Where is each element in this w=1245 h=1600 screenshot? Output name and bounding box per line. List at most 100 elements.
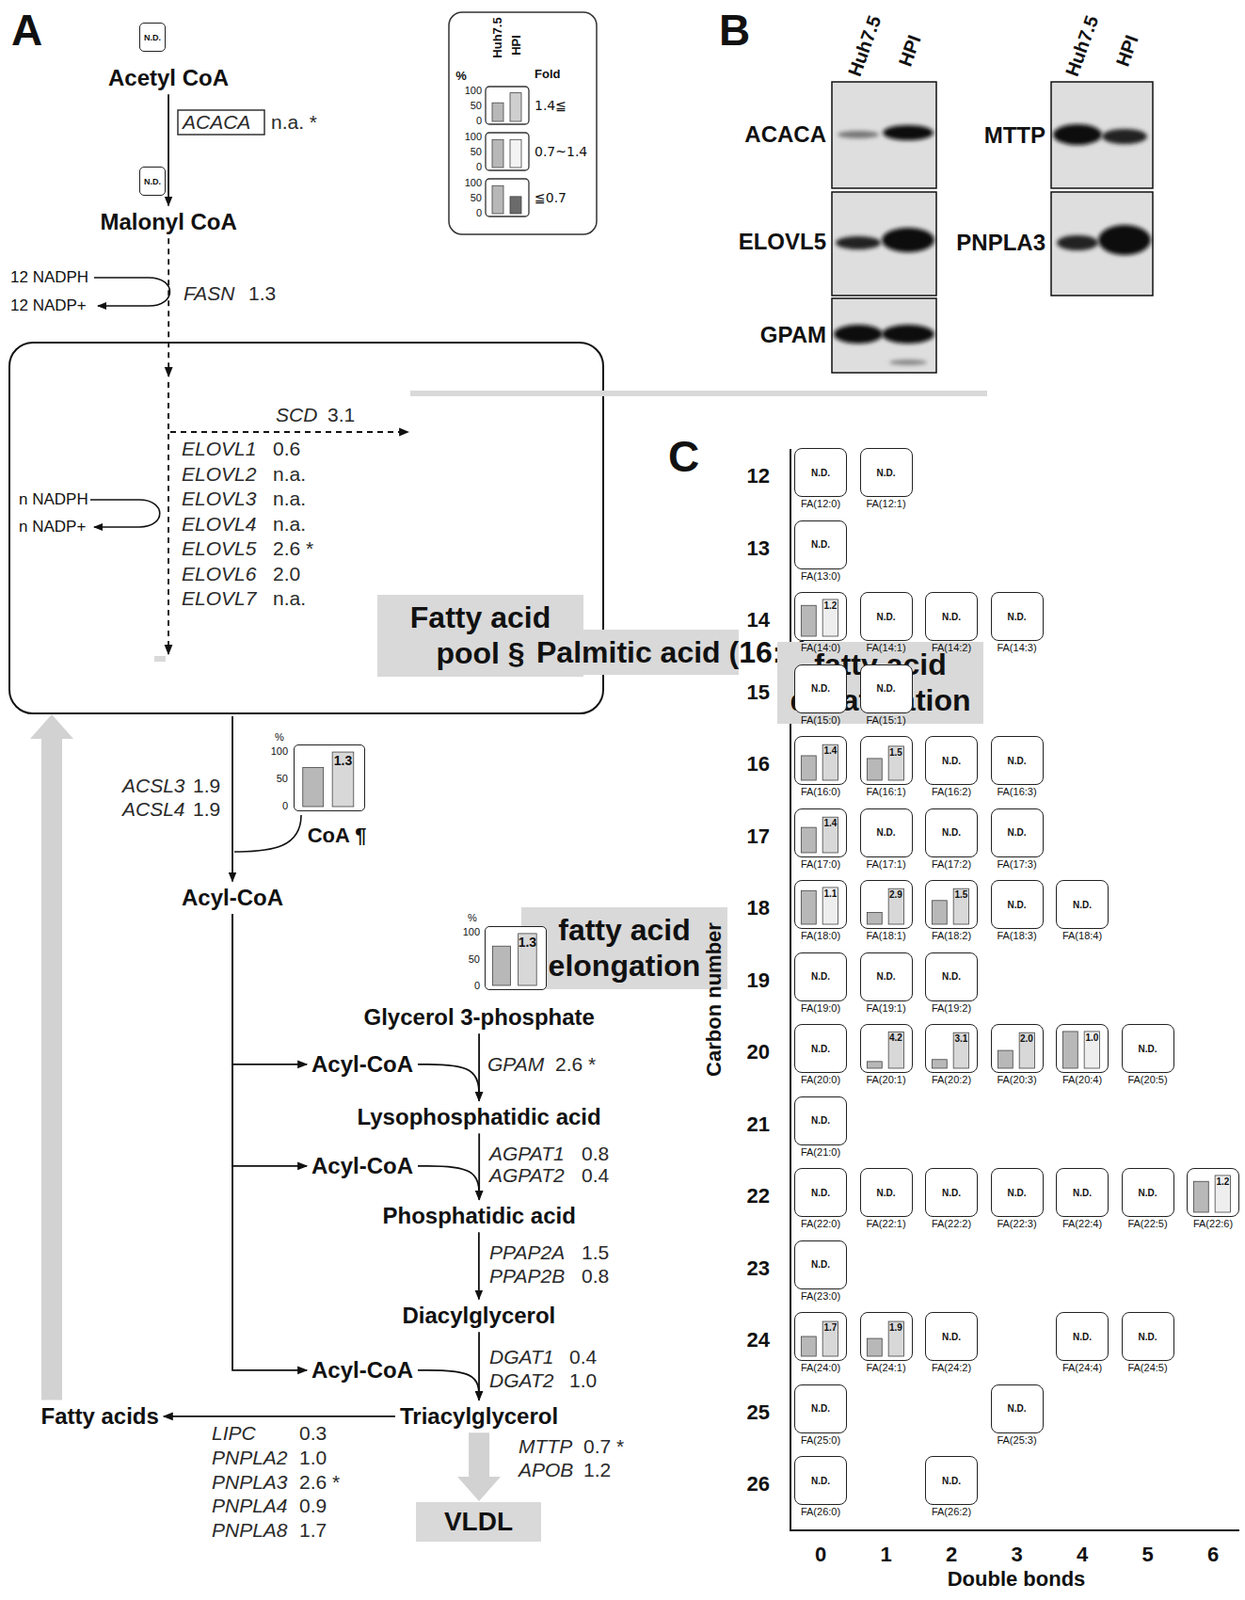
gene-name: GPAM <box>487 1053 544 1076</box>
fatty-acid-cell: N.D.FA(22:5) <box>1121 1167 1175 1217</box>
huh-bar <box>1062 1031 1078 1069</box>
node-text: N.D. <box>925 1168 977 1216</box>
cell-caption: FA(18:0) <box>800 929 841 942</box>
gene-name: PPAP2A <box>489 1241 565 1264</box>
fold-value: 2.6 * <box>299 1470 340 1494</box>
fatty-acid-cell: N.D.FA(19:1) <box>860 952 913 1002</box>
node-text: Acyl-CoA <box>311 1356 414 1385</box>
node-text: 1.9 <box>889 1323 903 1333</box>
hpi-bar <box>822 599 838 637</box>
huh-bar <box>800 755 816 781</box>
cell-caption: FA(20:0) <box>800 1073 841 1086</box>
reaction-arrow <box>232 913 307 1166</box>
node-text: Triacylglycerol <box>399 1403 559 1431</box>
vldl-box: VLDL <box>415 1501 542 1542</box>
node-text: N.D. <box>925 1312 977 1360</box>
node-text: 1.1 <box>823 889 837 899</box>
mini-bars <box>925 1024 976 1071</box>
node-text: N.D. <box>795 1456 846 1504</box>
cell-caption: FA(17:1) <box>865 858 906 870</box>
huh-bar <box>866 758 882 781</box>
gene-name: ELOVL2 <box>181 462 256 486</box>
cell-caption: FA(12:0) <box>800 497 841 510</box>
mini-bars <box>861 1312 911 1359</box>
node-text: Palmitic acid (16:0) <box>532 629 739 675</box>
gene-name: ELOVL3 <box>181 487 256 511</box>
mini-bars <box>1187 1168 1238 1215</box>
lane-label: HPI <box>893 31 926 69</box>
axis-title: Double bonds <box>947 1566 1086 1592</box>
axis-tick: 50 <box>470 99 482 112</box>
huh-bar <box>866 1338 882 1357</box>
cell-caption: FA(24:0) <box>800 1361 841 1373</box>
fold-value: n.a. <box>272 587 306 610</box>
axis-number: 26 <box>747 1471 770 1497</box>
gene-name: PPAP2B <box>489 1264 565 1288</box>
axis-tick: 100 <box>464 84 482 96</box>
node-text: N.D. <box>925 736 977 784</box>
cell-caption: FA(19:1) <box>865 1002 906 1014</box>
cofactor-label: n NADPH <box>18 490 89 510</box>
gene-name: PNPLA8 <box>211 1518 288 1542</box>
fatty-acid-cell: 1.2FA(14:0) <box>794 591 847 641</box>
legend-chart <box>485 86 529 125</box>
node-text: 1.5 <box>889 748 903 758</box>
fatty-acid-cell: N.D.FA(14:2) <box>925 591 978 641</box>
huh-bar <box>492 185 504 214</box>
fatty-acid-cell: N.D.FA(12:1) <box>860 447 913 497</box>
hpi-bar <box>822 816 838 853</box>
fold-value: 2.0 <box>272 562 301 586</box>
cell-caption: FA(22:6) <box>1193 1217 1233 1230</box>
metabolite-node: Triacylglycerol <box>397 1402 561 1432</box>
cell-caption: FA(16:2) <box>931 785 972 798</box>
metabolite-node: Glycerol 3-phosphate <box>361 1003 598 1033</box>
cell-caption: FA(20:3) <box>996 1073 1037 1086</box>
axis-number: 21 <box>747 1112 770 1137</box>
legend-swatch <box>510 139 522 168</box>
gene-name: ELOVL7 <box>181 587 256 610</box>
node-text: 4.2 <box>889 1033 903 1043</box>
legend-swatch <box>510 196 522 214</box>
fatty-acid-cell: N.D.FA(22:1) <box>860 1167 913 1217</box>
legend-swatch <box>510 93 522 122</box>
lane-label: Huh7.5 <box>1061 13 1103 80</box>
node-text: N.D. <box>1122 1168 1174 1216</box>
fatty-acid-cell: N.D.FA(22:2) <box>925 1167 978 1217</box>
huh-bar <box>931 1059 947 1069</box>
axis-tick: 50 <box>468 953 480 965</box>
reaction-arrow <box>417 1370 479 1401</box>
node-text: 2.0 <box>1020 1034 1034 1044</box>
pool-box: Fatty acid pool §Palmitic acid (16:0)fat… <box>8 341 605 715</box>
fatty-acid-cell: 3.1FA(20:2) <box>925 1023 978 1073</box>
axis-tick: 100 <box>464 130 482 143</box>
reaction-arrow <box>417 1064 479 1102</box>
fatty-acid-cell: N.D.FA(18:3) <box>990 879 1044 929</box>
node-text: N.D. <box>1122 1312 1174 1360</box>
cell-caption: FA(24:4) <box>1062 1361 1102 1373</box>
node-text: Malonyl CoA <box>100 208 238 237</box>
axis-tick: 0 <box>282 799 288 812</box>
reaction-arrow <box>478 1231 480 1299</box>
axis-tick: 0 <box>474 979 480 991</box>
mini-bars <box>795 736 846 783</box>
fatty-acid-cell: N.D.FA(24:4) <box>1055 1311 1109 1361</box>
node-text: N.D. <box>861 592 912 640</box>
axis-number: 20 <box>747 1039 770 1065</box>
node-text: N.D. <box>795 1385 846 1433</box>
node-text: N.D. <box>991 1168 1043 1216</box>
node-text: Acyl-CoA <box>311 1152 414 1181</box>
cell-caption: FA(16:1) <box>865 785 906 798</box>
metabolite-node: Diacylglycerol <box>399 1301 559 1331</box>
legend-heading: % <box>455 68 467 83</box>
gene-name: AGPAT1 <box>489 1142 565 1166</box>
gene-name: PNPLA3 <box>211 1470 288 1494</box>
cell-caption: FA(24:2) <box>931 1361 972 1373</box>
cell-caption: FA(17:3) <box>996 858 1037 870</box>
node-text: N.D. <box>1056 880 1108 928</box>
cell-caption: FA(18:1) <box>865 929 906 942</box>
axis-number: 0 <box>814 1542 827 1567</box>
hpi-bar <box>822 744 838 781</box>
node-text: N.D. <box>143 176 161 187</box>
gene-name: SCD <box>275 403 318 427</box>
